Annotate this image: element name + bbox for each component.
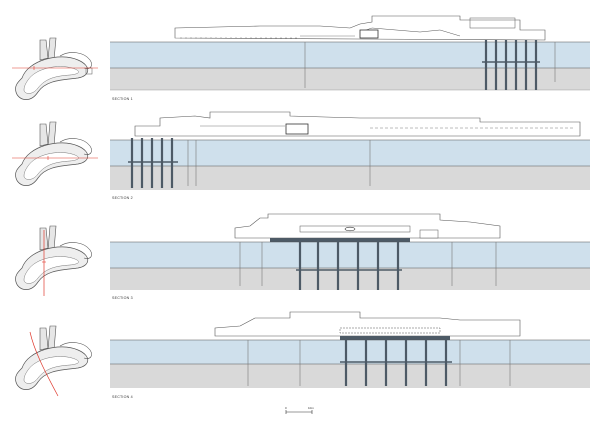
- water-body: [110, 140, 590, 166]
- section-label: SECTION 3: [112, 296, 133, 300]
- section-elevation-3: SECTION 3: [110, 213, 590, 300]
- section-3: SECTION 3: [15, 213, 590, 300]
- pile-group: [128, 138, 178, 188]
- scale-start-label: 0: [285, 406, 287, 410]
- section-elevation-1: SECTION 1: [110, 15, 590, 101]
- section-elevation-2: SECTION 2: [110, 111, 590, 200]
- section-4: SECTION 4: [15, 311, 590, 399]
- key-plan-1: [12, 37, 98, 100]
- section-label: SECTION 4: [112, 395, 133, 399]
- key-plan-2: [12, 121, 98, 186]
- section-1: SECTION 1: [12, 15, 590, 101]
- section-2: SECTION 2: [12, 111, 590, 200]
- water-body: [110, 340, 590, 364]
- key-plan-3: [15, 225, 92, 296]
- ground-body: [110, 166, 590, 190]
- section-elevation-4: SECTION 4: [110, 311, 590, 399]
- ground-body: [110, 68, 590, 90]
- key-plan-4: [15, 325, 92, 397]
- section-label: SECTION 1: [112, 97, 133, 101]
- cut-line: [29, 331, 59, 397]
- ground-body: [110, 364, 590, 388]
- water-body: [110, 242, 590, 268]
- pile-group: [340, 338, 452, 386]
- scale-end-label: 10m: [308, 406, 314, 410]
- building-profile: [214, 311, 521, 337]
- pile-group: [296, 240, 402, 290]
- ground-body: [110, 268, 590, 290]
- pile-group: [482, 40, 540, 90]
- scale-bar: 0 10m: [285, 406, 314, 414]
- section-label: SECTION 2: [112, 196, 133, 200]
- building-profile: [134, 111, 581, 137]
- water-body: [110, 42, 590, 68]
